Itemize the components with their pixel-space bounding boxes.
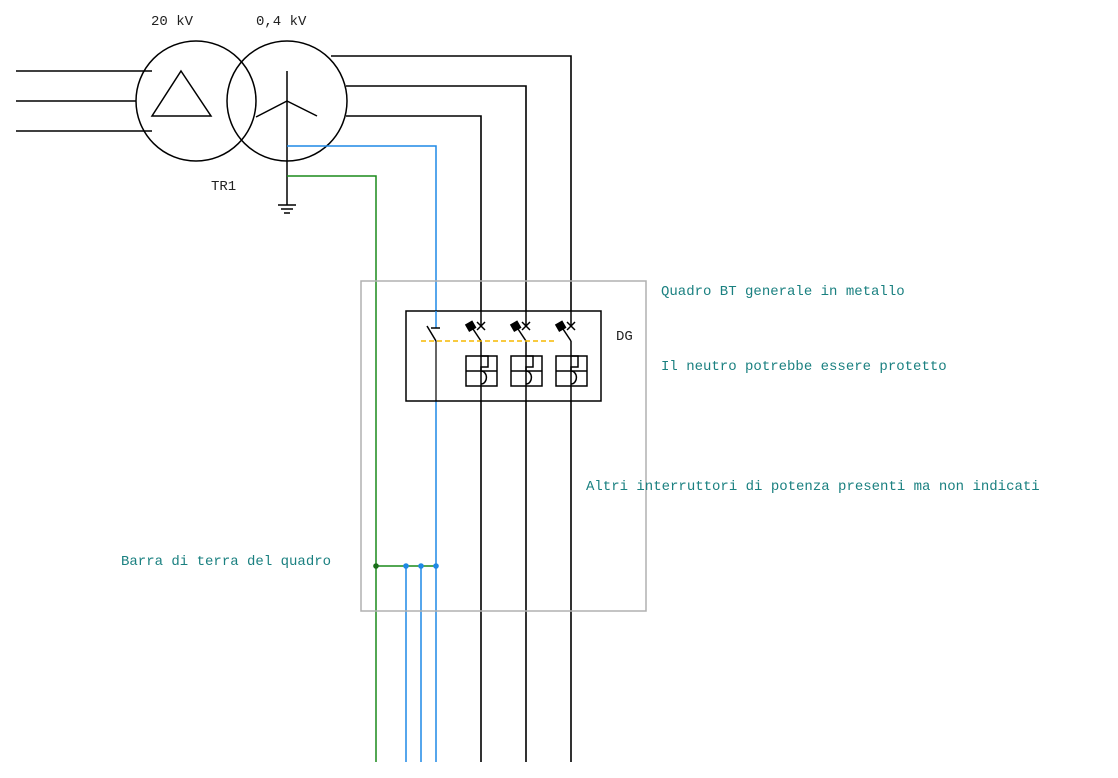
star-icon — [255, 71, 318, 118]
earth-bar-node-pe — [373, 563, 379, 569]
earth-bar[interactable] — [373, 563, 439, 569]
breaker-pole-l3 — [464, 311, 498, 401]
secondary-phases — [331, 55, 572, 762]
breaker-pole-l2 — [509, 311, 543, 401]
earth-bar-node — [418, 563, 424, 569]
transformer-id-label: TR1 — [211, 179, 236, 195]
phase-l3-conductor[interactable] — [346, 115, 482, 762]
panel-label: Quadro BT generale in metallo — [661, 284, 905, 300]
primary-lines — [16, 70, 152, 132]
other-breakers-note: Altri interruttori di potenza presenti m… — [586, 479, 1040, 495]
panel-enclosure[interactable] — [360, 280, 647, 612]
secondary-voltage-label: 0,4 kV — [256, 14, 307, 30]
pe-conductor[interactable] — [287, 175, 377, 762]
earth-bar-node-neutral — [433, 563, 439, 569]
ground-icon — [278, 204, 296, 214]
breaker-pole-l1 — [554, 311, 588, 401]
earth-bar-node — [403, 563, 409, 569]
primary-winding-circle — [135, 40, 257, 162]
star-point-earthing — [278, 101, 296, 214]
phase-l2-conductor[interactable] — [346, 85, 527, 762]
neutral-switch — [426, 311, 440, 401]
delta-icon — [150, 69, 213, 117]
phase-l1-conductor[interactable] — [331, 55, 572, 762]
breaker-label: DG — [616, 329, 633, 345]
neutral-conductor[interactable] — [287, 145, 437, 762]
outgoing-conductors — [405, 566, 422, 762]
earth-bar-label: Barra di terra del quadro — [121, 554, 331, 570]
phase-poles — [464, 311, 588, 401]
neutral-note: Il neutro potrebbe essere protetto — [661, 359, 947, 375]
transformer-tr1[interactable] — [135, 40, 348, 162]
primary-voltage-label: 20 kV — [151, 14, 194, 30]
